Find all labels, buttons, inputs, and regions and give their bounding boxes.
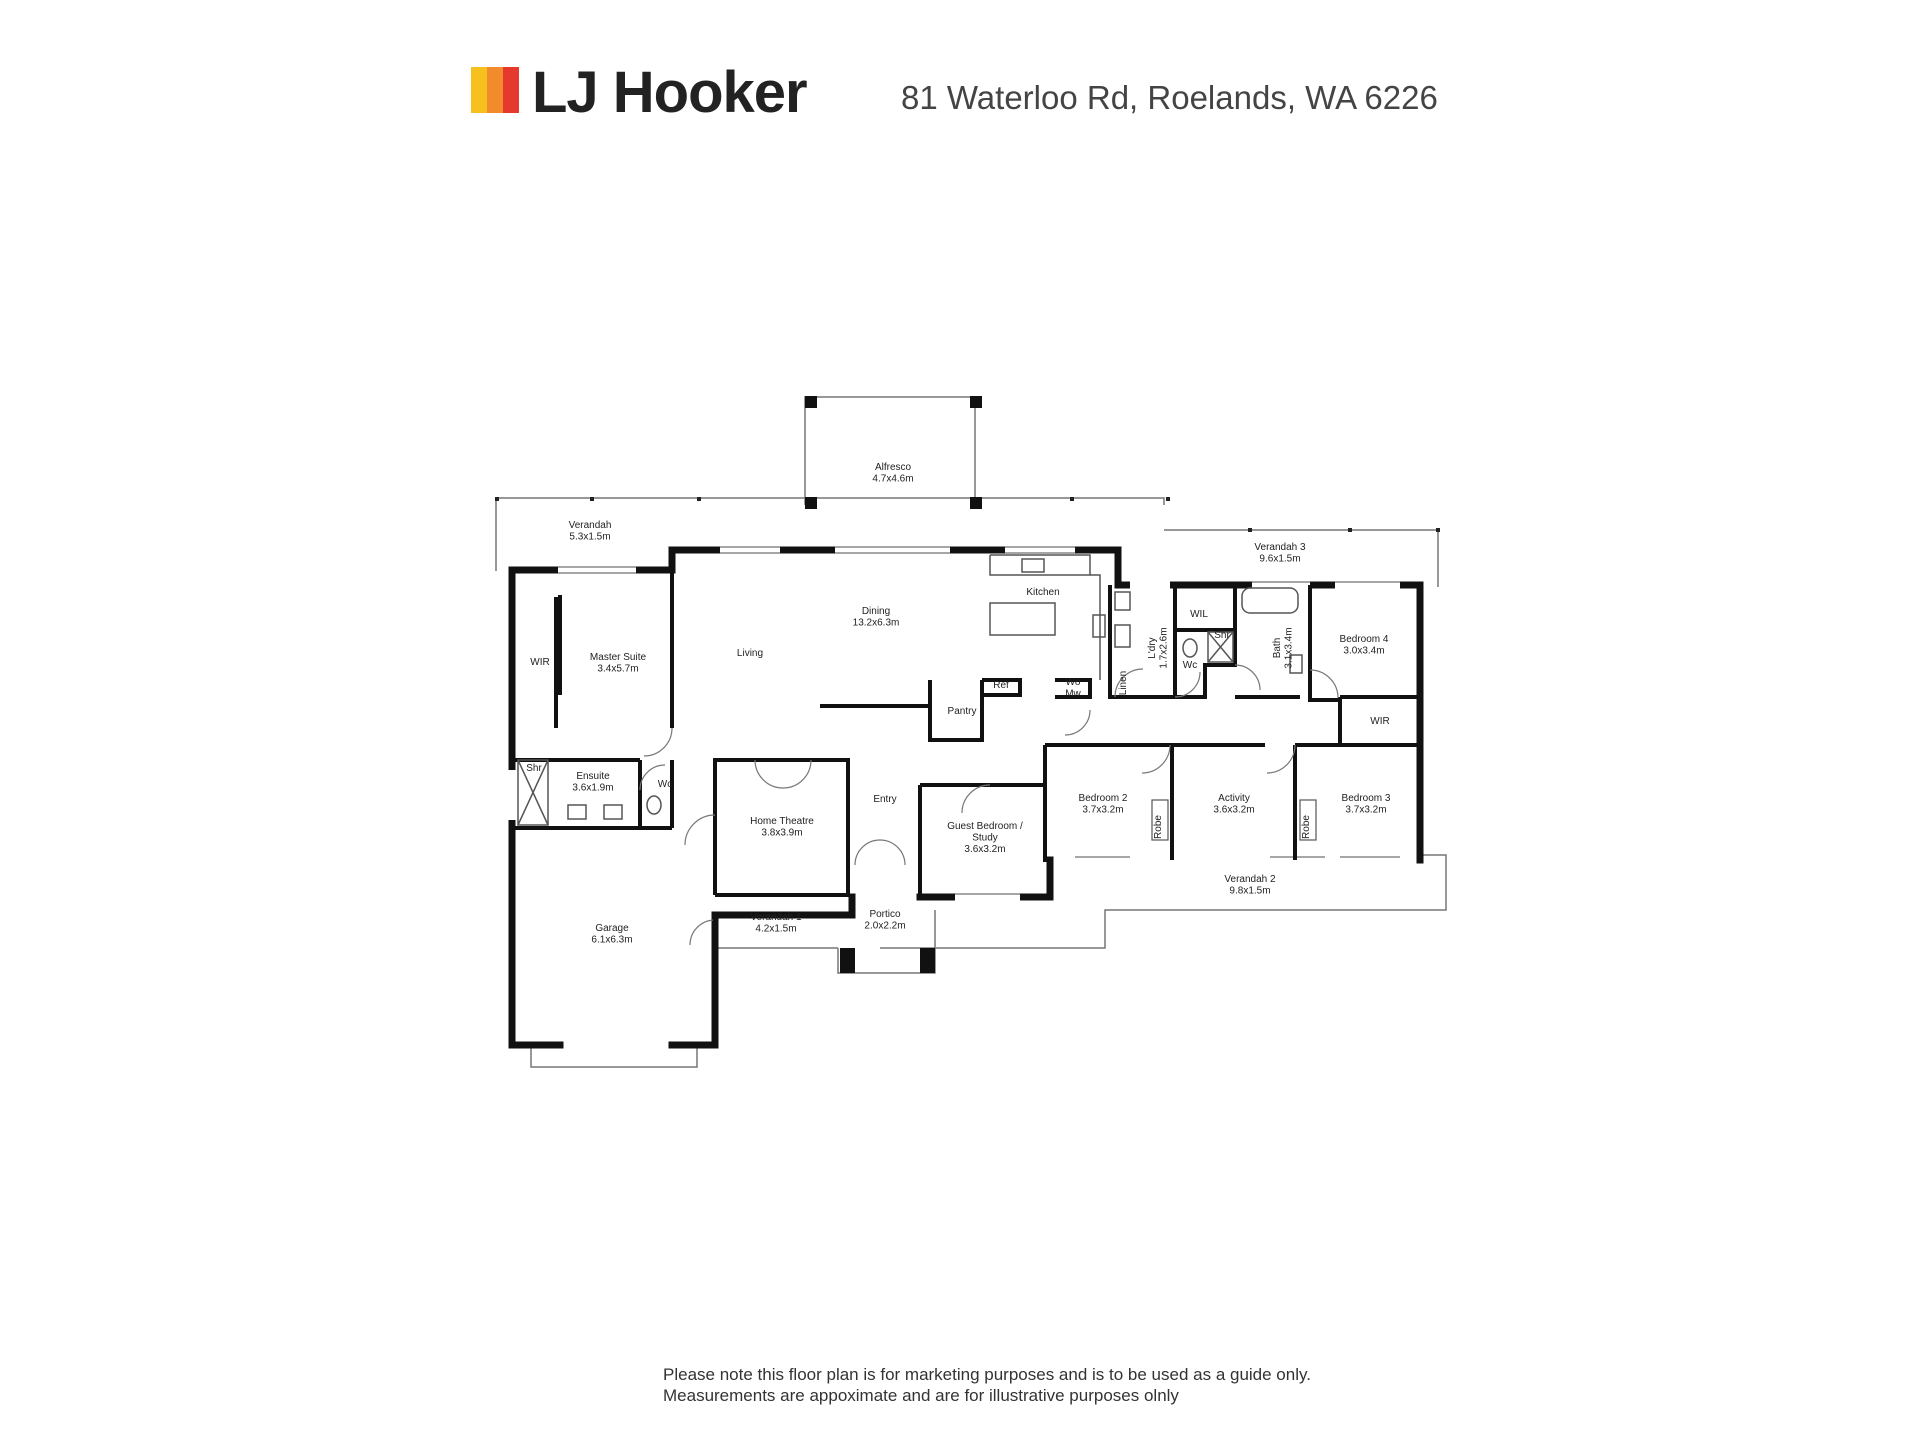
room-label-robe-3: Robe [1301,815,1312,839]
room-label-wc-ensuite: Wc [658,779,672,790]
room-label-pantry: Pantry [948,706,977,717]
property-address: 81 Waterloo Rd, Roelands, WA 6226 [901,79,1438,116]
room-label-entry: Entry [873,794,896,805]
room-label-ref: Ref [993,680,1009,691]
verandah-outline [495,497,1165,571]
room-label-bath: Bath3.1x3.4m [1272,627,1295,668]
portico-outline [837,910,936,974]
disclaimer-line-1: Please note this floor plan is for marke… [663,1365,1311,1384]
garage-door [530,1046,698,1068]
alfresco-outline [804,396,976,505]
disclaimer-line-2: Measurements are appoximate and are for … [663,1386,1179,1405]
room-label-robe-2: Robe [1153,815,1164,839]
room-label-wil: WIL [1190,609,1208,620]
room-label-living: Living [737,648,763,659]
disclaimer: Please note this floor plan is for marke… [663,1364,1463,1406]
logo-bar-red [503,67,519,113]
verandah-3-outline [1164,529,1439,587]
room-label-kitchen: Kitchen [1026,587,1059,598]
room-label-shr-bath: Shr [1214,630,1230,641]
room-label-wc-bath: Wc [1183,660,1197,671]
logo-bar-yellow [471,67,487,113]
bathroom-fixtures [517,587,1303,826]
master-robe-divider [558,595,562,695]
room-label-wir-bed4: WIR [1370,716,1389,727]
brand-name: LJ Hooker [532,60,808,125]
logo-bar-orange [487,67,503,113]
verandah-posts [495,497,1440,532]
columns [805,396,982,973]
window-openings [508,546,1400,901]
doors [639,664,1339,946]
verandah-2-outline [880,854,1447,949]
robe-3-unit [1299,799,1317,841]
room-label-laundry: L'dry1.7x2.6m [1147,627,1170,668]
room-label-shr-ensuite: Shr [526,763,542,774]
room-label-linen: Linen [1118,671,1129,695]
room-label-wir-master: WIR [530,657,549,668]
interior-walls [512,570,1420,897]
robe-2-unit [1151,799,1169,841]
header: LJ Hooker 81 Waterloo Rd, Roelands, WA 6… [0,0,1920,160]
brand-logo-icon [471,67,519,113]
kitchen-bench [989,554,1131,680]
